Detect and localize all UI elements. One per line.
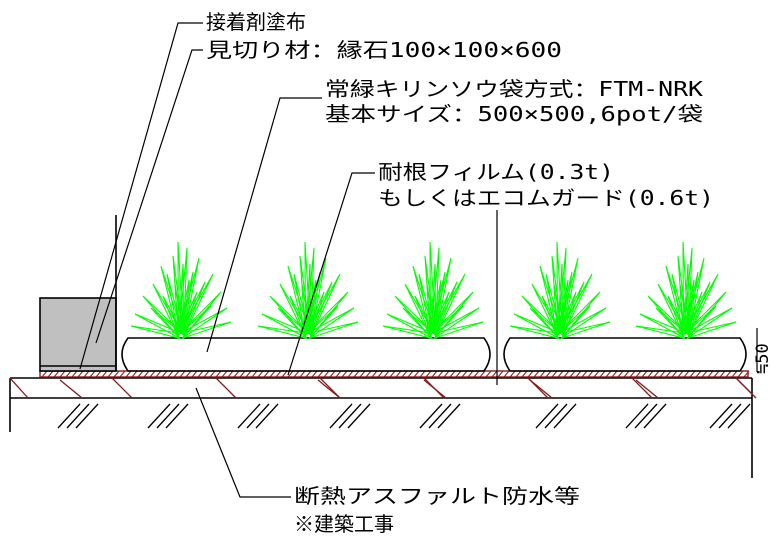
- root-film: [39, 370, 750, 378]
- plant-icon: [635, 241, 737, 340]
- label-waterproof: 断熱アスファルト防水等: [294, 484, 580, 508]
- label-size: 基本サイズ：500×500,6pot/袋: [325, 102, 703, 126]
- plant-icon: [130, 241, 232, 340]
- waterproof-layer: [9, 377, 757, 478]
- leader-lines: [79, 22, 375, 498]
- label-dimension: ≒50: [753, 343, 773, 374]
- label-film-2: もしくはエコムガード(0.6t): [378, 186, 714, 210]
- bag-pillow: [121, 337, 491, 372]
- curb-block: [39, 215, 117, 372]
- label-edging: 見切り材：縁石100×100×600: [206, 38, 562, 62]
- plant-icon: [509, 241, 611, 340]
- label-note: ※建築工事: [294, 512, 394, 536]
- bag-pillow: [503, 337, 747, 372]
- label-adhesive: 接着剤塗布: [206, 10, 306, 34]
- plant-group: [130, 241, 737, 340]
- slab-hatch: [57, 403, 751, 429]
- plant-icon: [257, 241, 359, 340]
- plant-icon: [382, 241, 484, 340]
- label-method: 常緑キリンソウ袋方式：FTM-NRK: [325, 77, 703, 101]
- label-film-1: 耐根フィルム(0.3t): [378, 160, 614, 184]
